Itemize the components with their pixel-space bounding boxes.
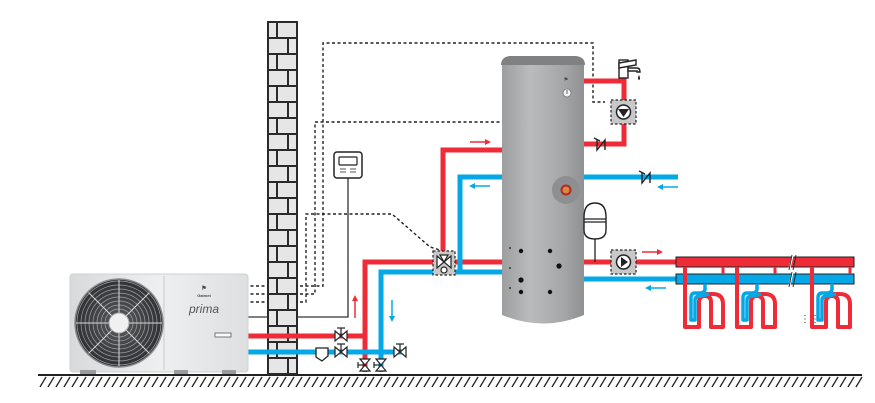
valve-icon[interactable] <box>334 343 348 359</box>
model-label: prima <box>188 302 219 316</box>
brick-wall <box>267 21 298 375</box>
ground <box>38 374 863 388</box>
valve-icon[interactable] <box>334 327 348 343</box>
underfloor-loops[interactable] <box>683 267 852 329</box>
non-return-valve-circulation[interactable] <box>593 137 606 152</box>
three-way-diverter-valve[interactable] <box>432 250 456 276</box>
flow-arrow-left-icon <box>657 184 678 190</box>
brand-logo-icon: ⚑ <box>201 285 206 292</box>
floor-loop-icon <box>683 267 725 329</box>
flow-arrow-right-icon <box>470 139 491 145</box>
supply-pipes <box>246 78 680 372</box>
underfloor-manifold[interactable] <box>675 253 855 288</box>
filter-icon[interactable] <box>315 347 329 362</box>
three-way-valve-icon <box>436 254 452 274</box>
room-controller[interactable] <box>333 151 363 179</box>
pump-icon <box>615 254 632 270</box>
check-valve-icon <box>593 137 606 152</box>
valve-icon[interactable] <box>393 343 407 359</box>
flow-arrow-left-icon <box>645 285 666 291</box>
expansion-vessel[interactable] <box>583 202 607 262</box>
thermometer-icon <box>562 88 572 98</box>
return-pipes <box>246 174 680 372</box>
valve-icon[interactable] <box>357 358 372 372</box>
flow-arrow-up-icon <box>352 295 358 318</box>
valve-icon[interactable] <box>373 358 388 372</box>
dhw-circulation-pump[interactable] <box>610 99 637 125</box>
flow-arrow-left-icon <box>469 183 490 189</box>
tank-ports <box>509 247 562 295</box>
flow-arrow-right-icon <box>642 249 663 255</box>
more-loops-ellipsis: ⋮⋮ <box>800 314 820 325</box>
brand-label: Galmet <box>197 293 211 298</box>
pump-icon <box>615 104 632 120</box>
outdoor-heat-pump-unit[interactable]: ⚑ Galmet prima <box>69 273 249 374</box>
check-valve-icon <box>638 170 651 185</box>
fan-icon <box>74 278 164 368</box>
floor-loop-icon <box>810 267 852 329</box>
faucet-icon[interactable] <box>618 59 641 80</box>
floor-loop-icon <box>735 267 777 329</box>
unit-handle <box>214 332 232 338</box>
flow-arrows <box>352 139 678 322</box>
shutoff-valves[interactable] <box>334 327 407 372</box>
flow-arrow-down-icon <box>389 300 395 322</box>
heater-flange-icon <box>552 176 580 204</box>
non-return-valve-cold-inlet[interactable] <box>638 170 651 185</box>
tank-logo-icon: ⚑ <box>564 77 568 83</box>
heating-circuit-pump[interactable] <box>610 249 637 275</box>
dhw-storage-cylinder[interactable]: ⚑ <box>501 56 585 324</box>
